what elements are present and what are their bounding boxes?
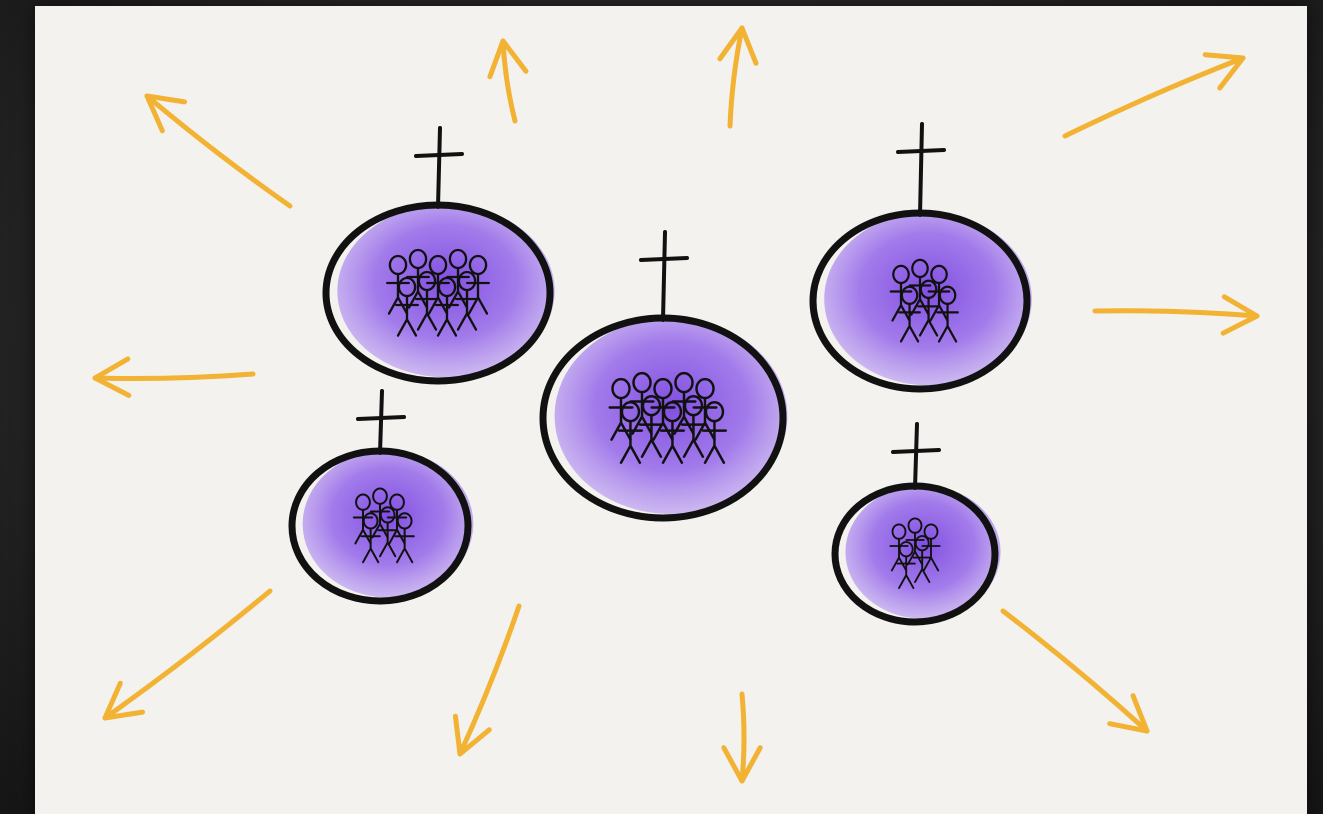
arrow-up <box>720 28 756 126</box>
arrow-up-small <box>490 41 526 121</box>
arrow-right <box>1095 297 1257 333</box>
church-bottom-right <box>835 424 1001 622</box>
church-center <box>543 232 787 518</box>
church-multiplication-diagram <box>35 6 1307 814</box>
cross-icon <box>358 391 404 453</box>
sketch-paper <box>35 6 1307 814</box>
arrow-left <box>95 359 253 395</box>
church-top-right <box>813 124 1032 389</box>
church-bottom-left <box>292 391 473 601</box>
church-top-left <box>326 128 555 381</box>
arrow-down-right <box>1003 611 1147 731</box>
arrow-down-left <box>105 591 270 718</box>
cross-icon <box>416 128 462 207</box>
arrow-up-right <box>1065 55 1243 136</box>
cross-icon <box>893 424 939 488</box>
cross-icon <box>898 124 944 215</box>
arrow-down <box>724 694 760 781</box>
arrow-up-left <box>147 96 290 206</box>
churches <box>292 124 1032 622</box>
arrow-down-small <box>455 606 519 754</box>
cross-icon <box>641 232 687 320</box>
